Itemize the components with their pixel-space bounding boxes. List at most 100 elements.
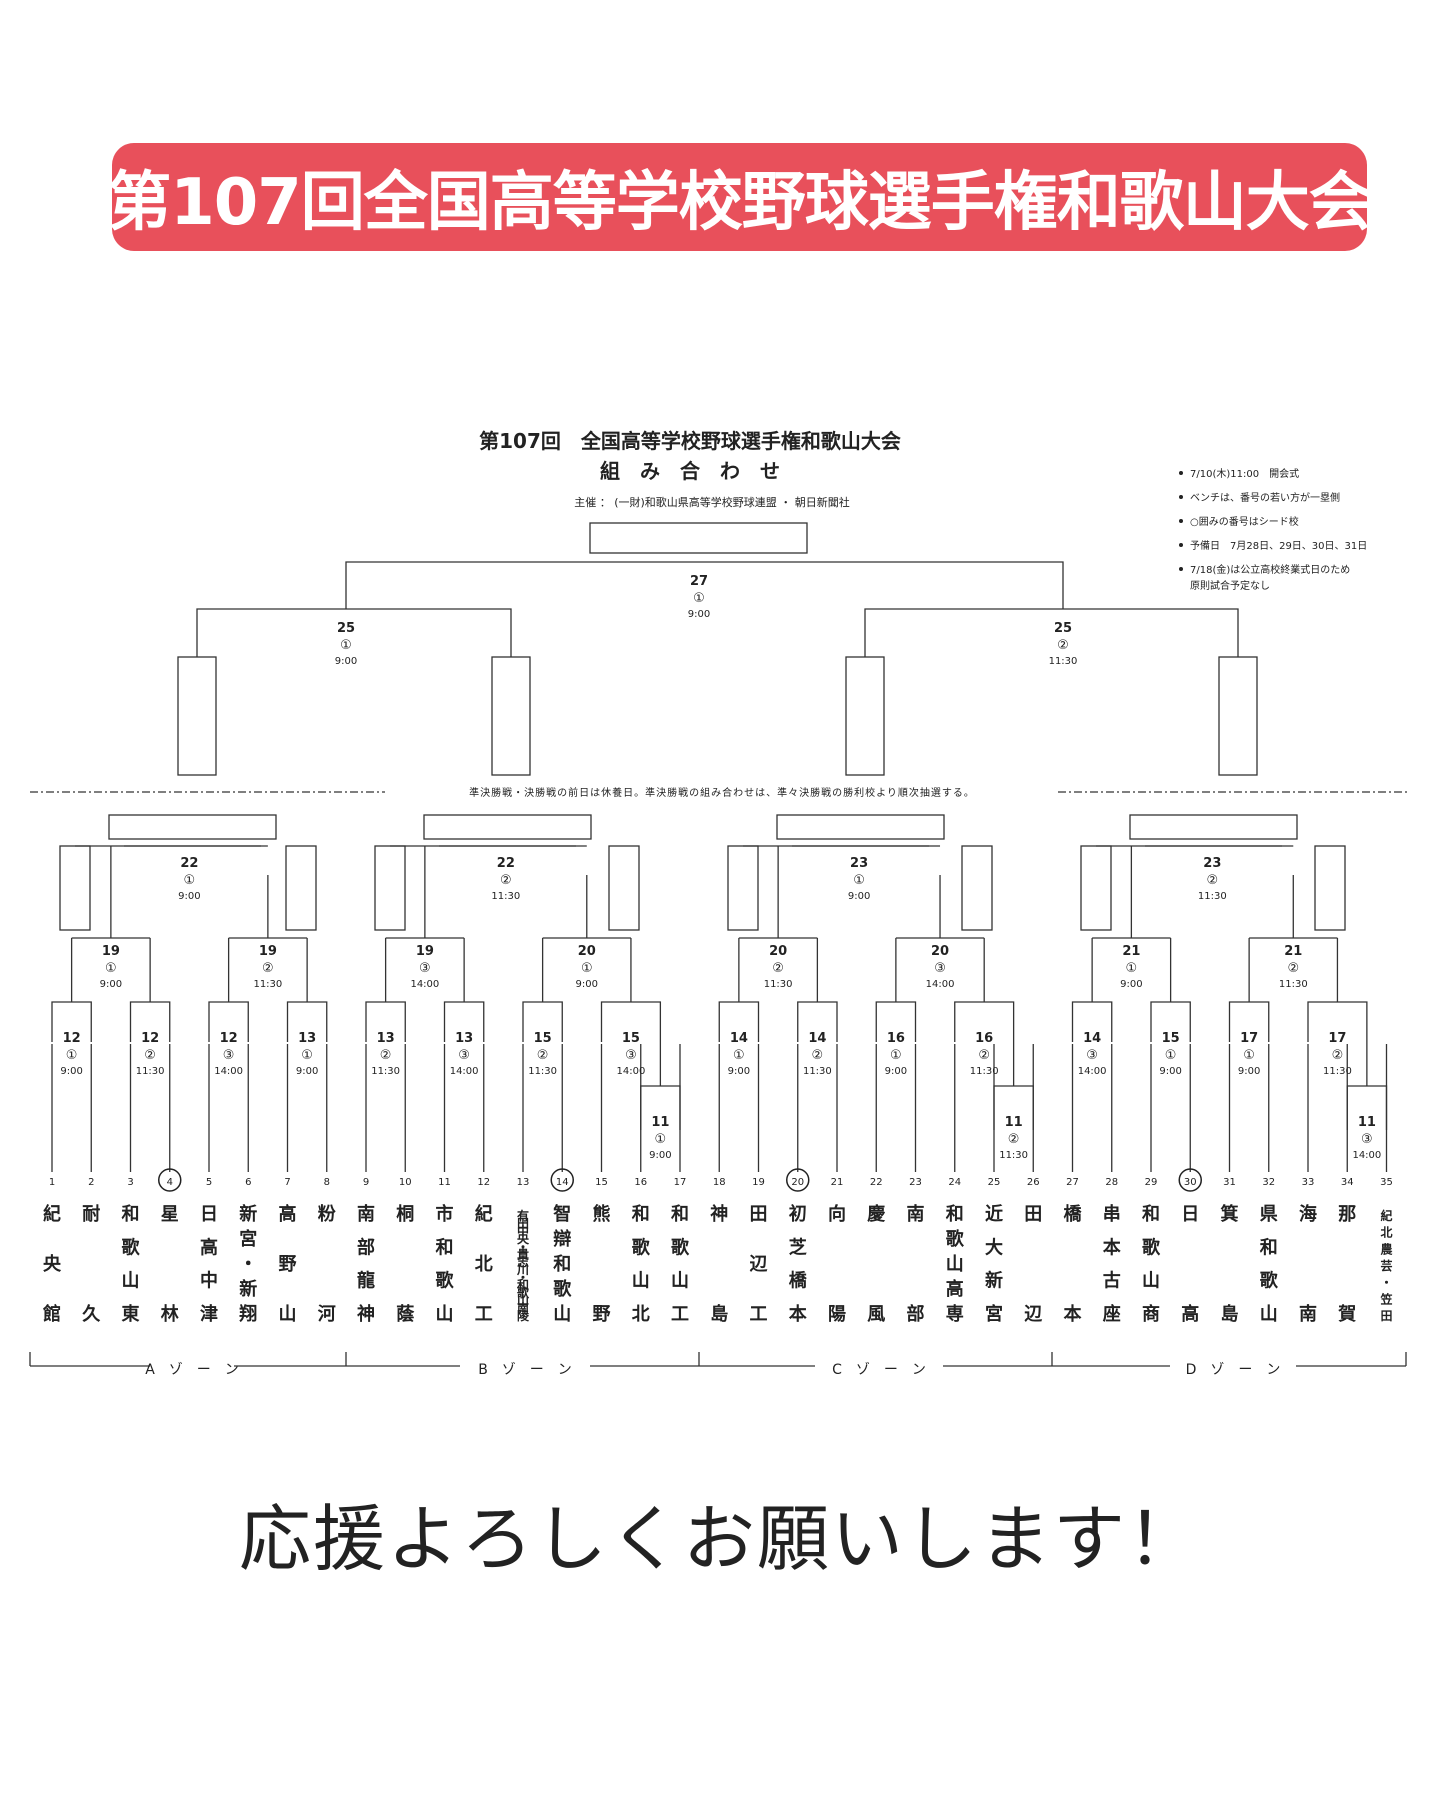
team-10: 桐蔭 [396,1203,415,1325]
team-name-char: 北 [632,1304,650,1325]
team-name-char: 和 [1142,1204,1160,1225]
team-name-char: 山 [946,1254,964,1275]
game-day: 13 [298,1031,316,1046]
team-name-char: 陵 [517,1308,530,1323]
game-time: 9:00 [1120,979,1142,990]
team-number: 4 [167,1177,173,1188]
note-bullet [1179,495,1183,499]
team-name-char: 南 [517,1300,529,1315]
team-22: 慶風 [867,1203,885,1325]
team-name-char: 龍 [357,1270,375,1292]
team-name-char: 県 [1260,1204,1278,1225]
team-name-char: 歌 [436,1270,455,1292]
game-field: ① [301,1048,313,1063]
team-name-char: 神 [357,1303,375,1325]
game-field: ② [262,961,274,976]
team-name-char: 林 [161,1303,179,1325]
team-name-char: 山 [279,1304,297,1325]
team-name-char: 山 [122,1271,140,1292]
team-name-char: 市 [436,1203,454,1225]
team-name-char: 和 [516,1277,529,1292]
team-name-char: 慶 [867,1203,885,1225]
team-name-char: 央 [517,1231,530,1246]
qf-winner-box [423,814,592,840]
team-name-char: 北 [475,1254,493,1275]
team-name-char: 陽 [828,1304,846,1325]
note-bullet [1179,519,1183,523]
game-time: 11:30 [1323,1066,1352,1077]
team-name-char: 耐 [82,1203,100,1225]
team-name-char: 田 [1024,1204,1042,1225]
game-time: 9:00 [576,979,598,990]
team-name-char: 智 [553,1203,571,1225]
team-name-char: 南 [1299,1303,1317,1325]
game-time: 11:30 [371,1066,400,1077]
team-name-char: 和 [671,1204,689,1225]
game-time: 11:30 [1279,979,1308,990]
team-number: 23 [909,1177,922,1188]
team-name-char: 星 [161,1204,179,1225]
team-number: 14 [556,1177,569,1188]
team-name-char: 山 [1142,1271,1160,1292]
game-day: 15 [534,1031,552,1046]
team-27: 橋本 [1064,1203,1083,1325]
team-name-char: 紀 [43,1203,61,1225]
team-name-char: 田 [1380,1309,1392,1323]
team-number: 8 [324,1177,330,1188]
game-time: 14:00 [617,1066,646,1077]
game-field: ① [853,873,865,888]
game-time: 11:30 [803,1066,832,1077]
team-name-char: 島 [710,1303,728,1325]
game-time: 14:00 [1352,1150,1381,1161]
team-number: 19 [752,1177,765,1188]
sf-box [1218,656,1258,776]
team-12: 紀北工 [475,1203,493,1325]
team-name-char: 翔 [238,1303,257,1325]
bracket-line [345,561,1064,609]
game-day: 20 [578,944,596,959]
team-name-char: 辺 [750,1254,768,1275]
sheet-header: 第107回 全国高等学校野球選手権和歌山大会 組 み 合 わ せ 主催 ： (一… [479,429,901,509]
team-6: 新宮・新翔 [238,1203,257,1325]
banner-title: 第107回全国高等学校野球選手権和歌山大会 [107,166,1373,240]
game-time: 11:30 [1198,891,1227,902]
team-name-char: 辯 [553,1228,571,1250]
team-name-char: 河 [318,1304,336,1325]
champion-box [589,522,808,554]
zone-d-label: D ゾ ー ン [1186,1362,1281,1378]
note-3: ○囲みの番号はシード校 [1190,515,1299,528]
team-name-char: 川 [516,1263,529,1277]
game-day: 17 [1240,1031,1258,1046]
divider-text: 準決勝戦・決勝戦の前日は休養日。準決勝戦の組み合わせは、準々決勝戦の勝利校より順… [469,786,975,799]
team-name-char: 貴 [517,1246,529,1261]
team-name-char: 笠 [1379,1291,1392,1306]
team-name-char: 橋 [1064,1203,1083,1225]
team-19: 田辺工 [750,1204,768,1325]
team-name-char: 和 [436,1237,454,1258]
team-name-char: 大 [985,1236,1003,1258]
team-name-char: 座 [1103,1303,1121,1325]
score-box [285,845,317,931]
team-name-char: 島 [1221,1303,1239,1325]
footer-message: 応援よろしくお願いします！ [238,1497,1201,1581]
game-day: 16 [887,1031,905,1046]
game-day: 21 [1284,944,1302,959]
game-day: 25 [337,621,355,636]
game-time: 9:00 [335,656,357,667]
team-number: 16 [634,1177,647,1188]
team-number: 13 [517,1177,530,1188]
team-name-char: 紀 [1380,1208,1392,1223]
